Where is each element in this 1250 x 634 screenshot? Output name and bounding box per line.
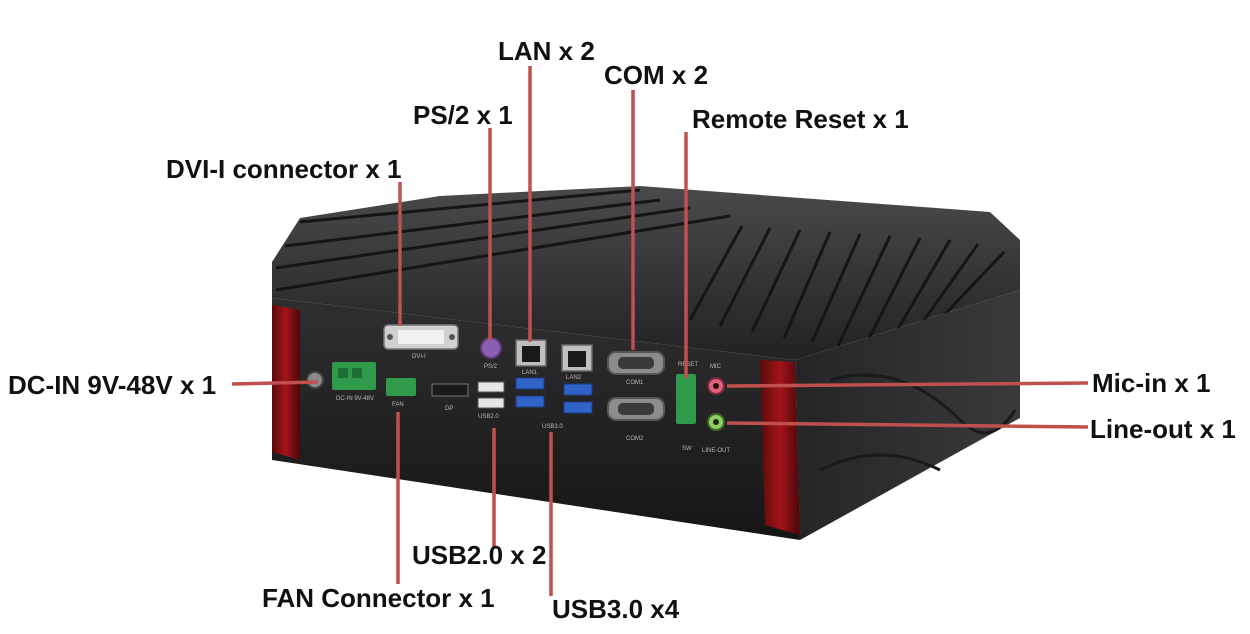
io-ports: DC-IN 9V-48V DVI-I PS/2 LAN1 LAN2 USB2.0…: [306, 324, 730, 454]
lan2-label: LAN2: [566, 375, 582, 381]
callout-mic-in: Mic-in x 1: [1092, 368, 1211, 398]
callout-usb20: USB2.0 x 2: [412, 540, 547, 570]
dp-label: DP: [445, 406, 453, 412]
red-accent-right: [760, 360, 800, 535]
dc-in-label: DC-IN 9V-48V: [336, 396, 374, 402]
dp-port: [431, 383, 469, 397]
usb3-port-2: [515, 395, 545, 408]
callout-dvi: DVI-I connector x 1: [166, 154, 402, 184]
mic-label: MIC: [710, 364, 722, 370]
leader-line-out: [726, 421, 1089, 429]
com1-label: COM1: [626, 380, 644, 386]
callout-remote-reset: Remote Reset x 1: [692, 104, 909, 134]
line-out-label: LINE-OUT: [702, 448, 730, 454]
side-panel: [795, 290, 1020, 540]
chassis: [272, 186, 1020, 540]
leader-dc-in: [231, 380, 319, 386]
sw-label: SW: [682, 446, 692, 452]
callout-com: COM x 2: [604, 60, 709, 90]
side-curve: [819, 453, 941, 472]
dvi-label: DVI-I: [412, 354, 426, 360]
leader-lines: [231, 66, 1089, 596]
callout-usb30: USB3.0 x4: [552, 594, 680, 624]
callout-ps2: PS/2 x 1: [413, 100, 513, 130]
callout-line-out: Line-out x 1: [1090, 414, 1236, 444]
fan-connector: [386, 378, 416, 396]
usb2-port-2: [477, 397, 505, 409]
usb20-label: USB2.0: [478, 414, 499, 420]
fan-label: FAN: [392, 402, 404, 408]
leader-mic: [726, 381, 1089, 388]
ps2-port: [480, 337, 502, 359]
heatsink-top: [272, 186, 1020, 360]
side-curve: [829, 373, 1017, 435]
reset-label: RESET: [678, 362, 698, 368]
callout-lan: LAN x 2: [498, 36, 595, 66]
usb3-port-3: [563, 383, 593, 396]
lan1-label: LAN1: [522, 370, 538, 376]
com2-label: COM2: [626, 436, 644, 442]
ground-screw: [306, 371, 324, 389]
callout-fan: FAN Connector x 1: [262, 583, 495, 613]
front-panel: [272, 298, 800, 540]
usb3-port-1: [515, 377, 545, 390]
reset-terminal: [676, 374, 696, 424]
ps2-label: PS/2: [484, 364, 498, 370]
usb30-label: USB3.0: [542, 424, 563, 430]
usb2-port-1: [477, 381, 505, 393]
usb3-port-4: [563, 401, 593, 414]
callout-dc-in: DC-IN 9V-48V x 1: [8, 370, 217, 400]
